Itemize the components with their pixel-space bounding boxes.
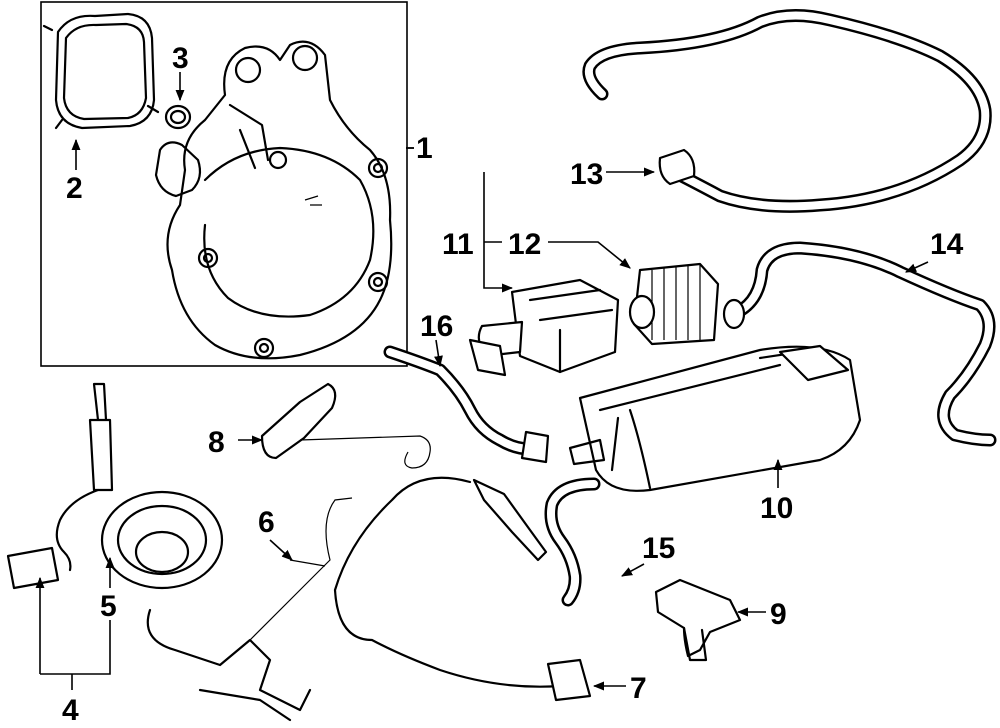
callout-8: 8 bbox=[208, 426, 225, 459]
connector-block-part[interactable] bbox=[628, 262, 720, 346]
callout-labels: 1 2 3 4 5 6 7 8 9 10 11 12 13 14 15 16 bbox=[62, 42, 964, 727]
callout-11: 11 bbox=[442, 228, 474, 261]
o-ring-part[interactable] bbox=[164, 104, 192, 130]
callout-16: 16 bbox=[420, 310, 453, 343]
callout-12: 12 bbox=[508, 228, 541, 261]
oxygen-sensor-left-part[interactable] bbox=[6, 382, 114, 590]
callout-6: 6 bbox=[258, 506, 275, 539]
callout-3: 3 bbox=[172, 42, 189, 75]
temp-sensor-part[interactable] bbox=[260, 382, 431, 469]
purge-valve-part[interactable] bbox=[468, 278, 620, 377]
vacuum-pump-part[interactable] bbox=[154, 40, 393, 360]
short-hose-part[interactable] bbox=[544, 477, 601, 607]
heat-shield-part[interactable] bbox=[100, 490, 224, 590]
gasket-part[interactable] bbox=[42, 12, 160, 130]
vent-hose-part[interactable] bbox=[582, 8, 992, 213]
callout-14: 14 bbox=[930, 228, 964, 261]
oxygen-sensor-rear-part[interactable] bbox=[333, 476, 592, 702]
callout-13: 13 bbox=[570, 158, 603, 191]
leader-lines bbox=[35, 72, 929, 691]
callout-2: 2 bbox=[66, 172, 83, 205]
callout-10: 10 bbox=[760, 492, 793, 525]
bracket-part[interactable] bbox=[146, 497, 353, 722]
vacuum-pump-group bbox=[40, 1, 408, 367]
pressure-sensor-part[interactable] bbox=[654, 578, 742, 662]
callout-9: 9 bbox=[770, 598, 787, 631]
purge-hose-part[interactable] bbox=[383, 345, 550, 464]
callout-5: 5 bbox=[100, 590, 117, 623]
callout-4: 4 bbox=[62, 694, 79, 727]
group-box-1 bbox=[40, 1, 408, 367]
charcoal-canister-part[interactable] bbox=[568, 344, 862, 492]
callout-1: 1 bbox=[416, 132, 433, 165]
callout-7: 7 bbox=[630, 672, 647, 705]
canister-hose-part[interactable] bbox=[722, 241, 997, 447]
callout-15: 15 bbox=[642, 532, 675, 565]
